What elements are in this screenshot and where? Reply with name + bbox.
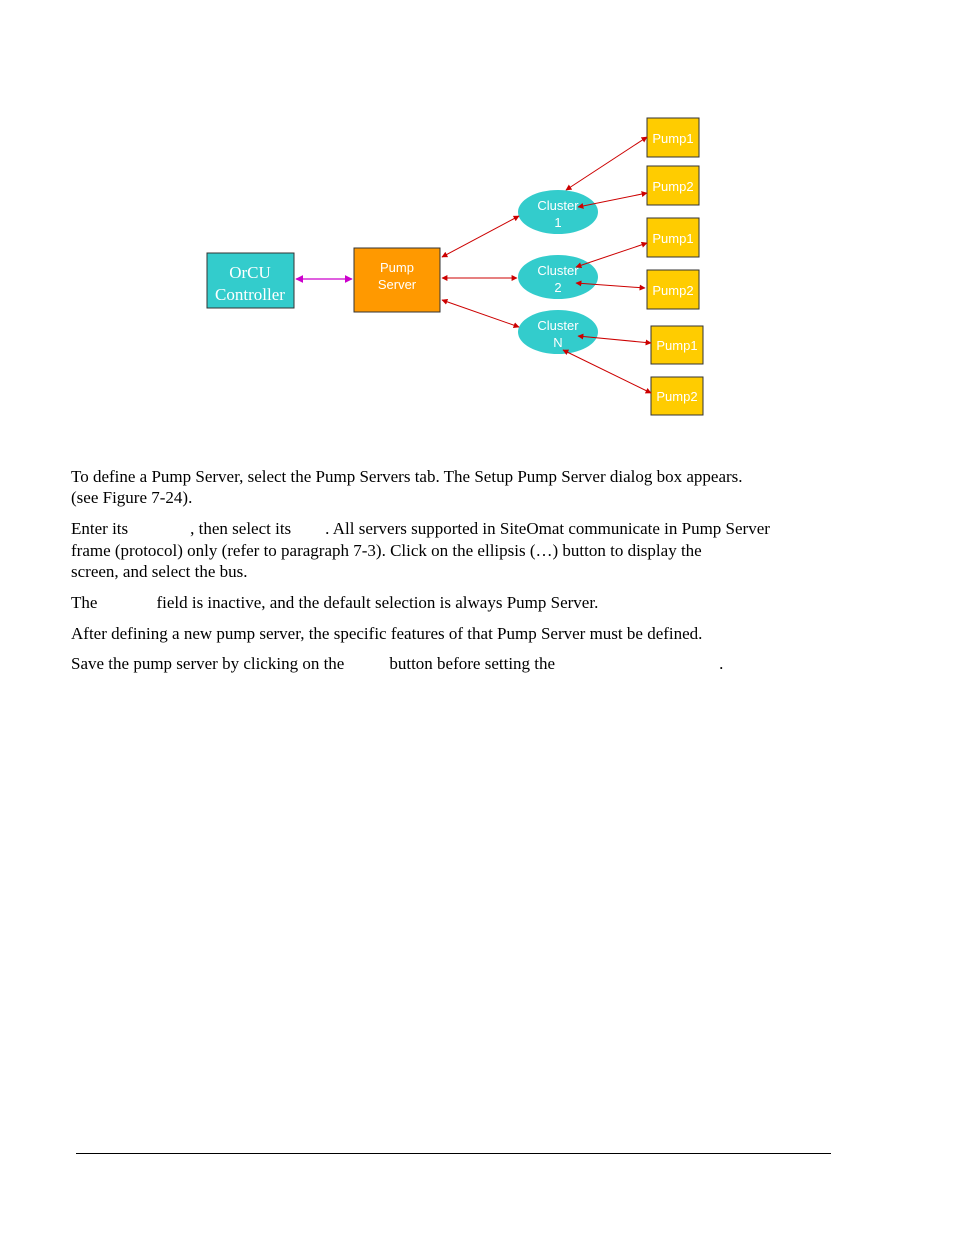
paragraph-2-line-3: screen, and select the bus. — [71, 562, 248, 581]
cluster-1-label-2: 1 — [554, 215, 561, 230]
cluster-2: Cluster 2 — [518, 255, 598, 299]
paragraph-2-line-2: frame (protocol) only (refer to paragrap… — [71, 541, 702, 560]
pump-box-5: Pump1 — [650, 325, 704, 365]
pump-label-1: Pump1 — [652, 131, 693, 146]
paragraph-2-line-1: Enter its , then select its . All servers … — [71, 518, 770, 539]
clustern-pump1-link — [577, 333, 652, 346]
paragraph-3: The field is inactive, and the default se… — [71, 592, 598, 613]
cluster-2-label-2: 2 — [554, 280, 561, 295]
pump-box-3: Pump1 — [646, 217, 700, 258]
clustern-pump2-link — [562, 349, 652, 394]
controller-label-2: Controller — [215, 285, 285, 304]
cluster2-pump2-link — [575, 280, 646, 291]
pump-label-3: Pump1 — [652, 231, 693, 246]
cluster1-pump2-link — [577, 191, 648, 209]
controller-label-1: OrCU — [229, 263, 271, 282]
server-label-2: Server — [378, 277, 417, 292]
server-label-1: Pump — [380, 260, 414, 275]
pump-server-box: Pump Server — [353, 247, 441, 313]
server-clustern-link — [441, 298, 520, 329]
p2-text-b: , then select its — [190, 519, 292, 538]
cluster-1-label-1: Cluster — [537, 198, 579, 213]
p3-text-b: field is inactive, and the default selec… — [156, 593, 599, 612]
paragraph-1-line-2: (see Figure 7-24). — [71, 488, 193, 507]
pump-box-2: Pump2 — [646, 165, 700, 206]
cluster-n-label-2: N — [553, 335, 562, 350]
p2-text-c: . All servers supported in SiteOmat comm… — [325, 519, 770, 538]
cluster-2-label-1: Cluster — [537, 263, 579, 278]
paragraph-5: Save the pump server by clicking on the b… — [71, 653, 723, 674]
server-cluster1-link — [441, 215, 520, 258]
orcu-controller-box: OrCU Controller — [206, 252, 295, 309]
p5-text-c: . — [719, 654, 724, 673]
p2-text-a: Enter its — [71, 519, 129, 538]
pump-label-2: Pump2 — [652, 179, 693, 194]
pump-box-1: Pump1 — [646, 117, 700, 158]
paragraph-4: After defining a new pump server, the sp… — [71, 624, 703, 643]
pump-label-4: Pump2 — [652, 283, 693, 298]
paragraph-1-line-1: To define a Pump Server, select the Pump… — [71, 467, 743, 486]
pump-label-5: Pump1 — [656, 338, 697, 353]
footer-rule — [76, 1153, 831, 1154]
pump-label-6: Pump2 — [656, 389, 697, 404]
p3-text-a: The — [71, 593, 98, 612]
cluster-1: Cluster 1 — [518, 190, 598, 234]
cluster-n: Cluster N — [518, 310, 598, 354]
p5-text-a: Save the pump server by clicking on the — [71, 654, 345, 673]
pump-box-4: Pump2 — [646, 269, 700, 310]
network-diagram: OrCU Controller Pump Server Cluster 1 Cl… — [0, 0, 954, 440]
p5-text-b: button before setting the — [389, 654, 556, 673]
pump-box-6: Pump2 — [650, 376, 704, 416]
diagram-svg: OrCU Controller Pump Server Cluster 1 Cl… — [206, 117, 704, 416]
cluster2-pump1-link — [575, 241, 648, 269]
cluster1-pump1-link — [565, 136, 648, 191]
cluster-n-label-1: Cluster — [537, 318, 579, 333]
